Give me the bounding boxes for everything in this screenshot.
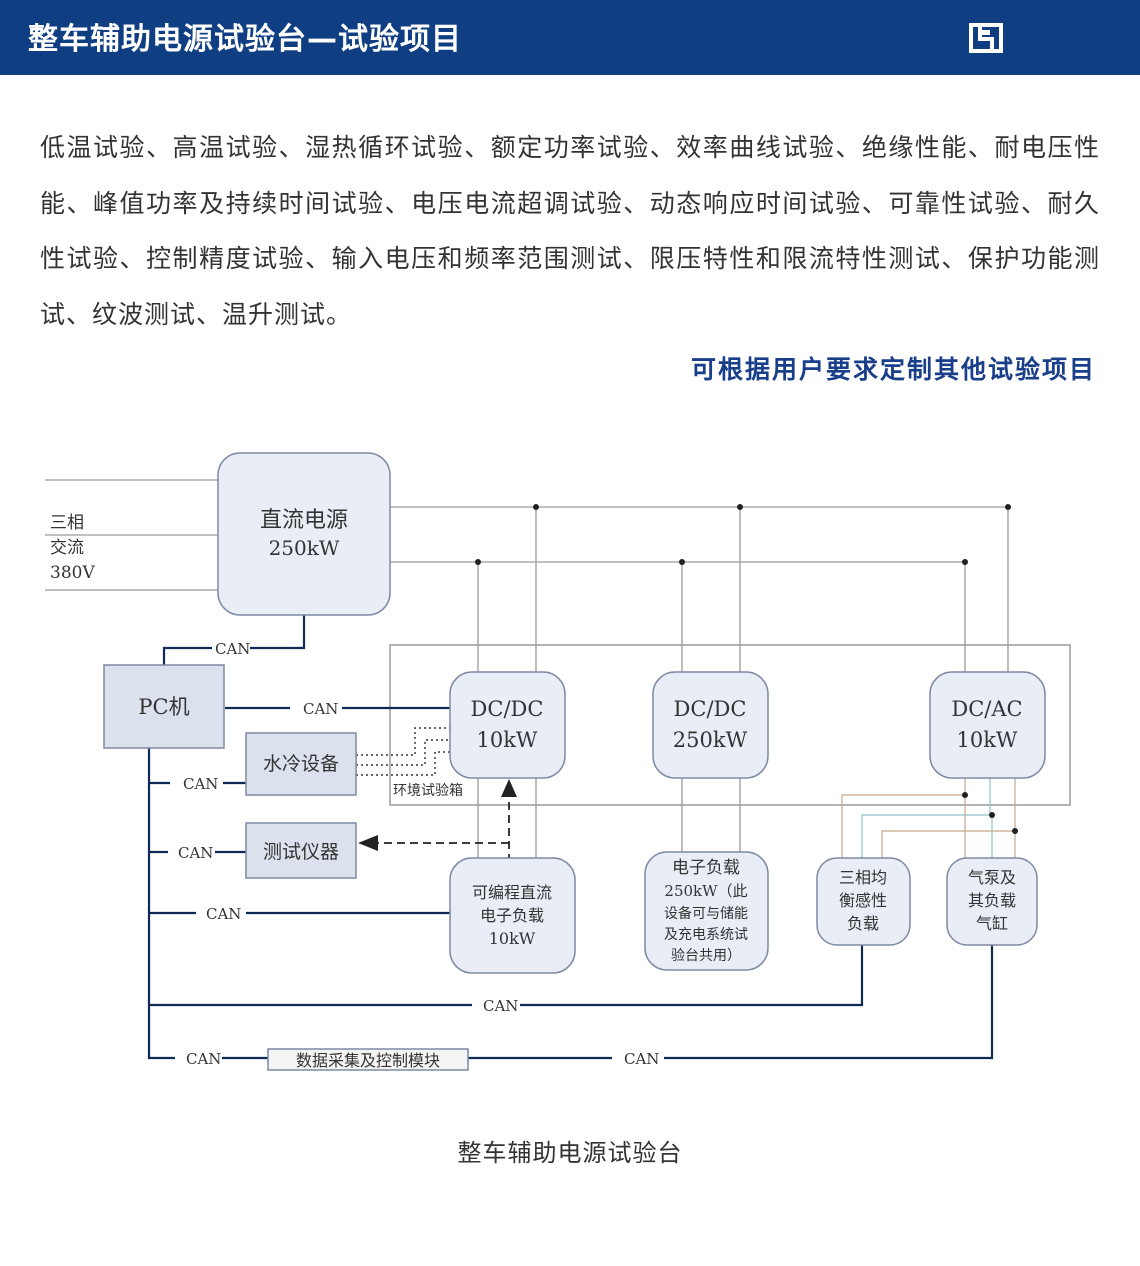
dcac-10kw-label: DC/AC [951,697,1022,721]
dc-bus-lines [390,506,1009,672]
brand-logo-icon [969,23,1003,53]
daq-control-label: 数据采集及控制模块 [296,1051,440,1070]
can-lines [147,615,994,1060]
test-bench-diagram: 环境试验箱 三相 交流 380V [45,452,1071,1071]
dcdc-250kw-rating: 250kW [673,728,748,752]
arrow-left-icon [358,835,378,851]
dcdc-10kw [449,671,566,779]
electronic-load-250kw [644,851,769,971]
load-connection-lines [477,778,741,858]
can-label: CAN [303,700,338,718]
dcdc-10kw-rating: 10kW [476,728,537,752]
can-label: CAN [624,1050,659,1068]
ac-input-label-2: 交流 [50,538,84,558]
three-phase-inductive-load [816,857,911,946]
can-label: CAN [483,997,518,1015]
pc-box [103,664,225,749]
ac-input-lines [45,479,218,591]
air-pump-line-1: 气泵及 [968,868,1016,887]
dcac-output-lines [841,778,1016,858]
environment-chamber-label: 环境试验箱 [393,783,463,799]
header-bar: 整车辅助电源试验台—试验项目 [0,0,1140,75]
custom-note: 可根据用户要求定制其他试验项目 [690,355,1096,384]
air-pump-load [946,857,1038,946]
electronic-load-line-1: 电子负载 [672,858,740,878]
programmable-load-line-3: 10kW [489,929,536,948]
dc-source-rating: 250kW [269,536,340,560]
output-junction-dots [962,792,1018,834]
electronic-load-line-4: 及充电系统试 [664,927,748,943]
water-cooling-box [245,732,357,796]
electronic-load-line-3: 设备可与储能 [664,905,748,922]
three-phase-load-line-1: 三相均 [839,868,887,887]
dcdc-10kw-label: DC/DC [471,697,544,721]
diagram-caption: 整车辅助电源试验台 [457,1139,683,1167]
programmable-load-line-1: 可编程直流 [472,883,552,902]
signal-arrows [378,795,510,862]
test-items-paragraph: 低温试验、高温试验、湿热循环试验、额定功率试验、效率曲线试验、绝缘性能、耐电压性… [40,133,1100,329]
environment-chamber [389,644,1071,806]
pc-label: PC机 [138,695,189,719]
can-label: CAN [215,640,250,658]
electronic-load-line-2: 250kW（此 [664,882,747,900]
ac-input-label-1: 三相 [50,513,84,533]
dcdc-250kw-label: DC/DC [674,697,747,721]
air-pump-line-3: 气缸 [976,914,1008,933]
dc-power-source [217,452,391,616]
can-label: CAN [178,844,213,862]
cooling-pipes [356,727,450,776]
test-instrument-label: 测试仪器 [263,841,339,863]
page-title: 整车辅助电源试验台—试验项目 [28,22,462,57]
programmable-dc-load [449,857,576,974]
can-label: CAN [183,775,218,793]
electronic-load-line-5: 验台共用） [671,948,741,964]
test-instrument-box [245,822,357,879]
programmable-load-line-2: 电子负载 [480,906,544,925]
dcac-10kw [929,671,1046,779]
water-cooling-label: 水冷设备 [263,753,339,775]
daq-control-module [267,1048,469,1071]
ac-input-label-3: 380V [50,563,95,583]
dcac-10kw-rating: 10kW [956,728,1017,752]
dcdc-250kw [652,671,769,779]
can-label: CAN [186,1050,221,1068]
three-phase-load-line-3: 负载 [847,914,879,933]
three-phase-load-line-2: 衡感性 [839,891,887,910]
can-label: CAN [206,905,241,923]
arrow-up-icon [501,779,517,797]
can-labels: CAN CAN CAN CAN CAN CAN CAN CAN [178,640,659,1068]
air-pump-line-2: 其负载 [968,891,1016,910]
bus-junction-dots [475,504,1011,565]
dc-source-label: 直流电源 [260,508,348,533]
